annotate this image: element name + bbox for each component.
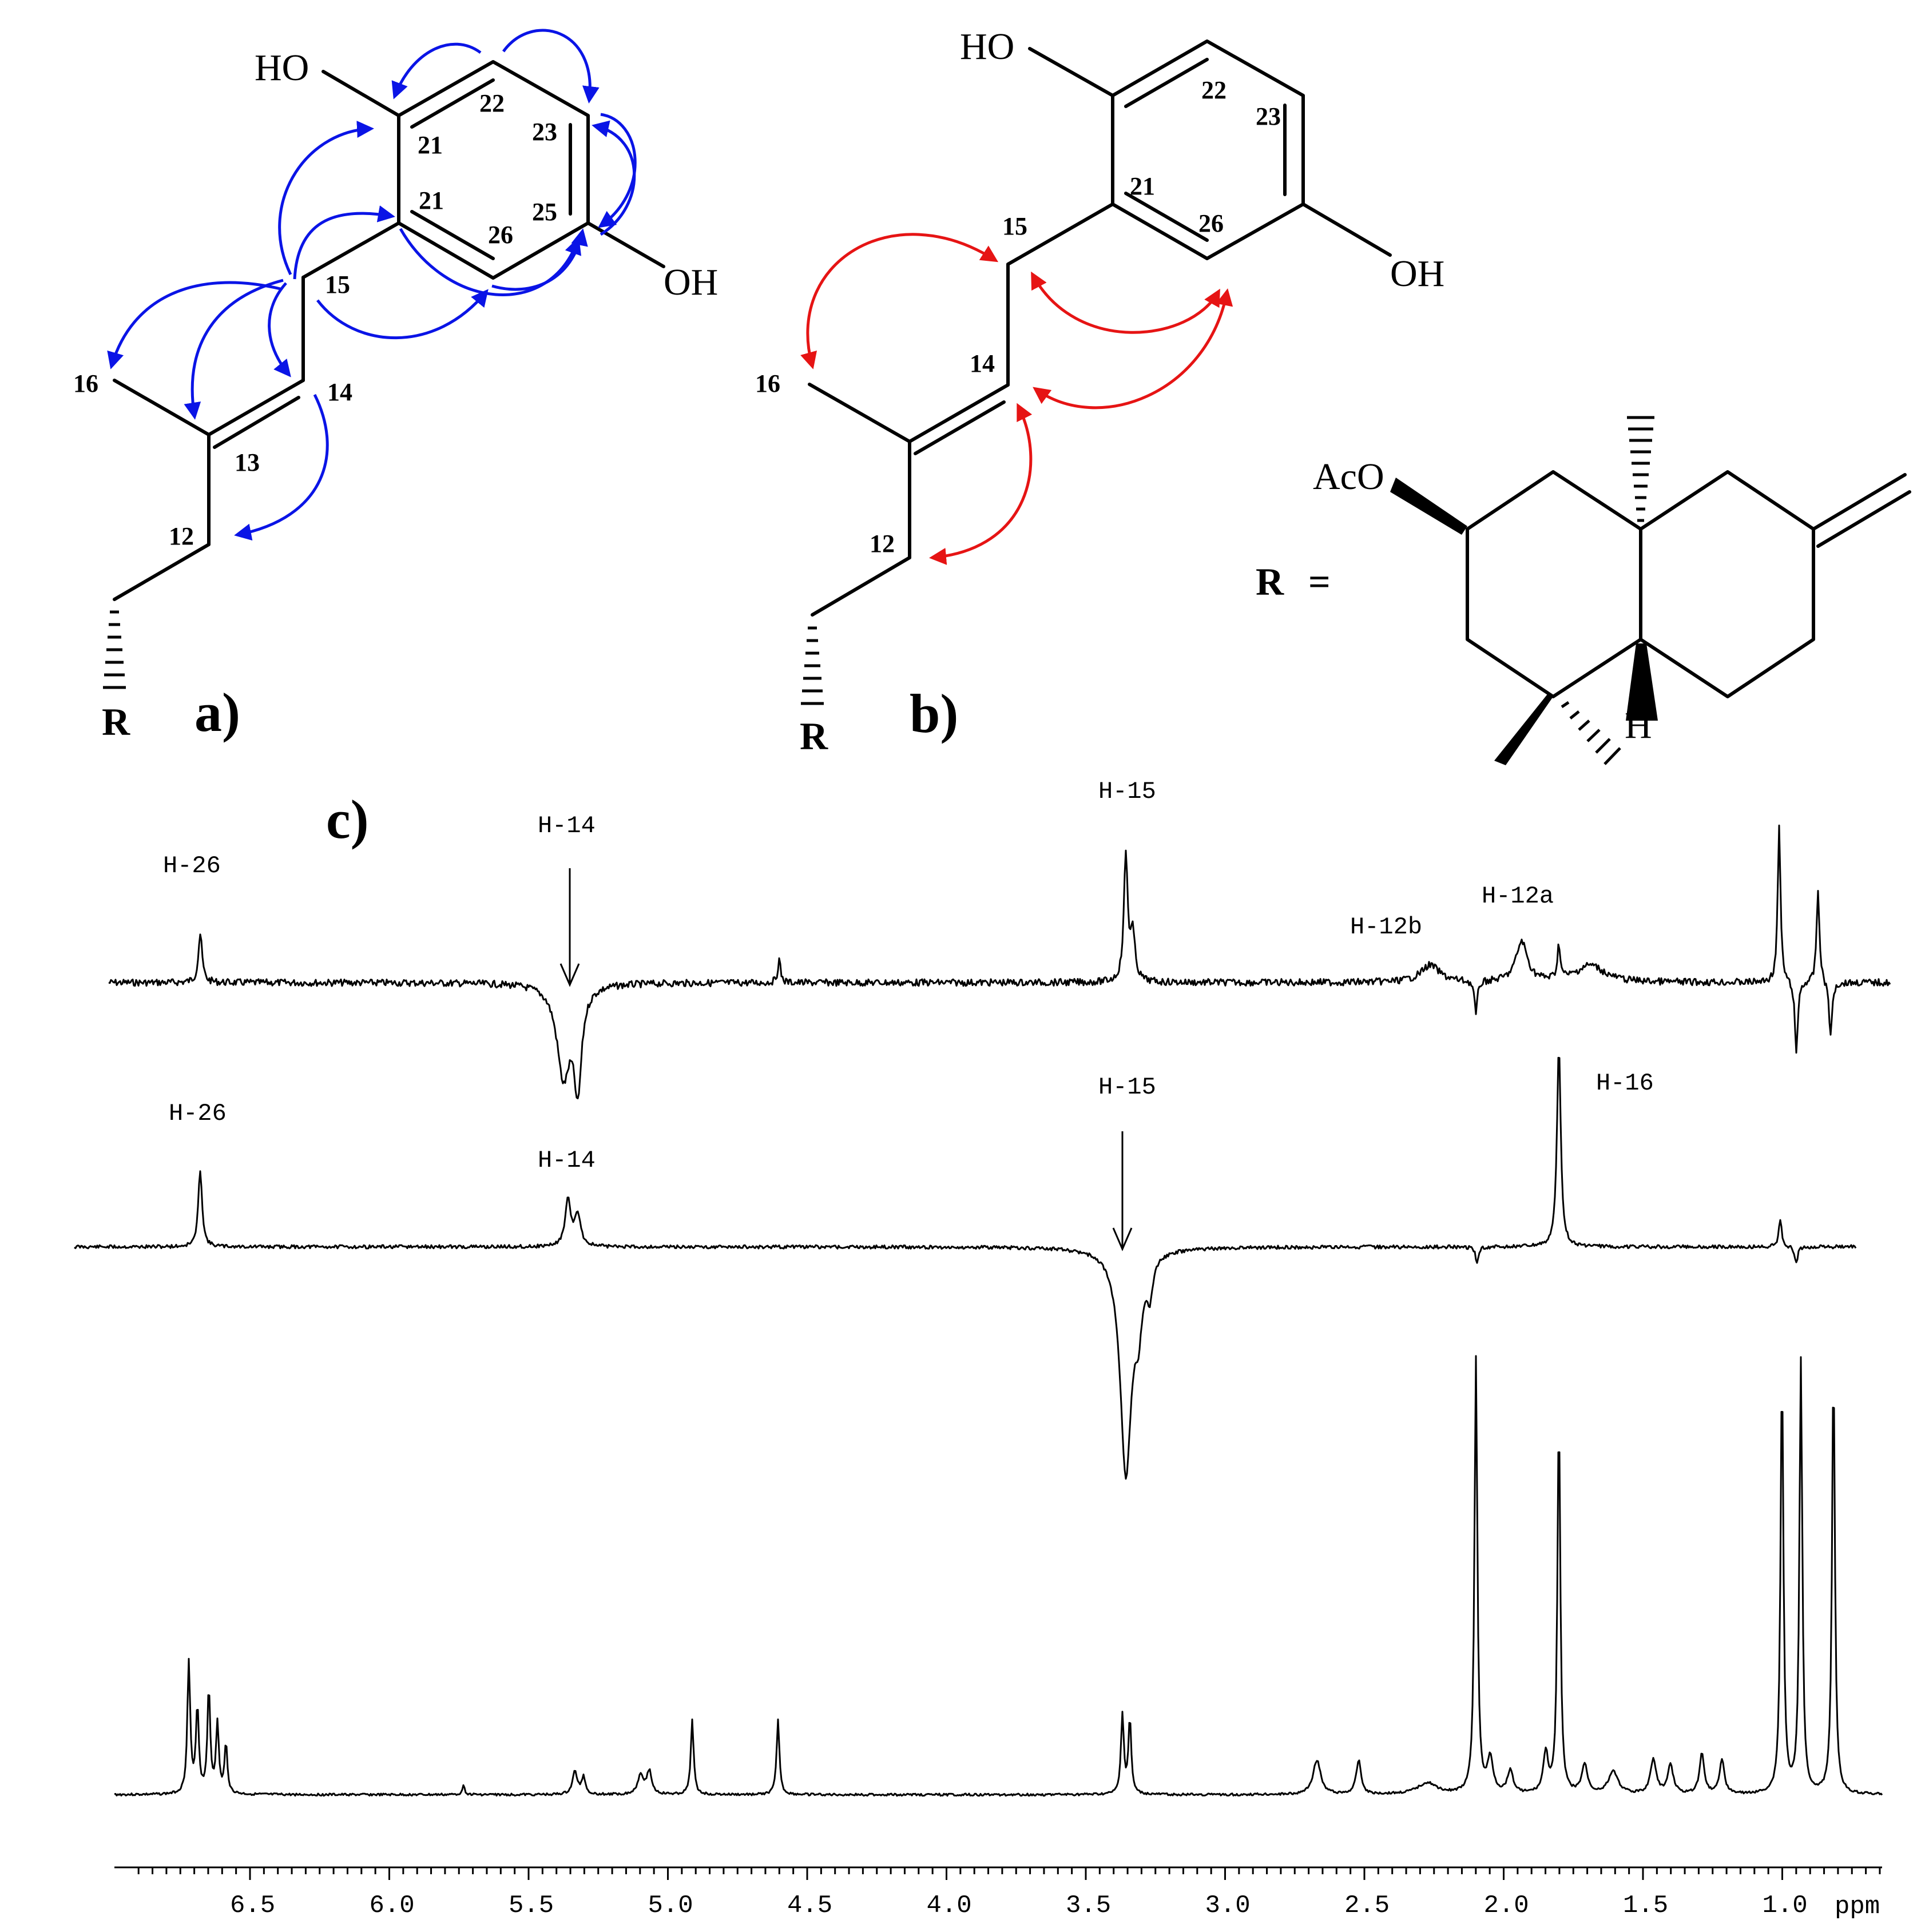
- atom-25-a: 25: [532, 198, 557, 226]
- atom-16-a: 16: [73, 369, 98, 397]
- oac-wedge: [1390, 478, 1467, 535]
- panel-a-label: a): [195, 682, 240, 743]
- structure-b-bonds: [801, 39, 1392, 705]
- atom-26-a: 26: [488, 221, 513, 249]
- atom-12-b: 12: [870, 530, 895, 558]
- atom-24-a: 23: [532, 118, 557, 146]
- axis-tick-label-5: 4.0: [927, 1891, 972, 1920]
- atom-26-b: 26: [1198, 209, 1224, 237]
- spectrum-middle-label-h14: H-14: [538, 1147, 596, 1174]
- atom-23-a: 22: [479, 89, 505, 117]
- spectrum-top-label-h12a: H-12a: [1482, 882, 1554, 910]
- spectrum-bottom: [114, 1355, 1883, 1797]
- spectrum-top-label-h15: H-15: [1098, 778, 1156, 805]
- oh-label-b: OH: [1390, 253, 1444, 295]
- axis-tick-label-9: 2.0: [1484, 1891, 1529, 1920]
- axis-tick-label-unit: ppm: [1835, 1893, 1880, 1921]
- ho-label-b: HO: [960, 26, 1014, 67]
- r-def-equals: =: [1308, 560, 1331, 603]
- spectrum-middle-trace: [74, 1056, 1857, 1480]
- r-fragment-bonds: [1390, 416, 1911, 765]
- r-label-a: R: [102, 700, 130, 744]
- atom-12-a: 12: [169, 522, 194, 550]
- ho-label-a: HO: [255, 47, 309, 89]
- spectrum-bottom-trace: [114, 1355, 1883, 1797]
- spectrum-top: H-26 H-14 H-15 H-12b H-12a: [108, 778, 1891, 1099]
- structure-a-bonds: [103, 60, 665, 689]
- axis-ticks: 6.5 6.0 5.5 5.0 4.5 4.0 3.5 3.0 2.5 2.0 1.5 1.0: [137, 1867, 1881, 1920]
- spectrum-middle-label-h26: H-26: [169, 1100, 227, 1127]
- axis-tick-label-3: 5.0: [648, 1891, 693, 1920]
- axis-tick-label-4: 4.5: [787, 1891, 832, 1920]
- aco-label: AcO: [1313, 456, 1384, 498]
- spectrum-top-trace: [108, 824, 1891, 1099]
- oh-label-a: OH: [664, 261, 718, 303]
- axis-tick-label-8: 2.5: [1344, 1891, 1390, 1920]
- hashed-wedge-b: [801, 626, 824, 705]
- hashed-wedge-a: [103, 610, 126, 689]
- irradiation-arrow-top: [559, 868, 580, 987]
- atom-16-b: 16: [755, 369, 780, 397]
- irradiation-arrow-middle: [1112, 1131, 1133, 1251]
- spectrum-middle: H-26 H-14 H-15 H-16: [74, 1056, 1857, 1480]
- atom-14-b: 14: [970, 349, 995, 377]
- atom-15-b: 15: [1002, 212, 1027, 240]
- h-wedge: [1626, 643, 1658, 721]
- atom-15-a: 15: [325, 271, 350, 299]
- atom-21-a: 21: [419, 186, 444, 214]
- atom-22-a: 21: [418, 131, 443, 159]
- axis-tick-label-11: 1.0: [1763, 1891, 1808, 1920]
- panel-c-label: c): [326, 789, 369, 850]
- axis-tick-label-7: 3.0: [1205, 1891, 1251, 1920]
- methyl-hash-top: [1627, 416, 1654, 522]
- spectrum-top-label-h26: H-26: [163, 852, 221, 880]
- r-label-b: R: [800, 714, 828, 758]
- methyl-hash-bottom: [1561, 701, 1621, 765]
- structure-b: HO OH R 22 23 21 26 15 14 16 12 b): [755, 26, 1444, 758]
- spectrum-top-label-h14: H-14: [538, 812, 596, 840]
- axis-tick-label-10: 1.5: [1623, 1891, 1668, 1920]
- methyl-wedge: [1494, 692, 1553, 765]
- atom-23-b: 22: [1201, 76, 1227, 104]
- panel-b-label: b): [910, 683, 958, 744]
- spectrum-top-label-h12b: H-12b: [1350, 913, 1422, 941]
- r-def-label: R: [1256, 560, 1284, 603]
- axis-tick-label-1: 6.0: [370, 1891, 415, 1920]
- atom-21-b: 21: [1130, 172, 1155, 200]
- axis-tick-label-0: 6.5: [230, 1891, 275, 1920]
- axis-tick-label-2: 5.5: [509, 1891, 554, 1920]
- spectrum-middle-label-h16: H-16: [1596, 1070, 1654, 1097]
- atom-24-b: 23: [1256, 102, 1281, 130]
- atom-13-a: 13: [235, 448, 260, 476]
- hmbc-arrows: [107, 29, 637, 541]
- axis-tick-label-6: 3.5: [1066, 1891, 1111, 1920]
- r-definition: R = AcO H: [1256, 416, 1911, 765]
- ppm-axis: 6.5 6.0 5.5 5.0 4.5 4.0 3.5 3.0 2.5 2.0 1.5 1.0 ppm: [114, 1866, 1882, 1921]
- structure-a: HO OH R 22 23 21 21 25 26 15 14 13 16 12…: [73, 29, 718, 744]
- noe-arrows: [800, 233, 1233, 565]
- atom-14-a: 14: [327, 378, 352, 406]
- spectrum-middle-label-h15: H-15: [1098, 1074, 1156, 1101]
